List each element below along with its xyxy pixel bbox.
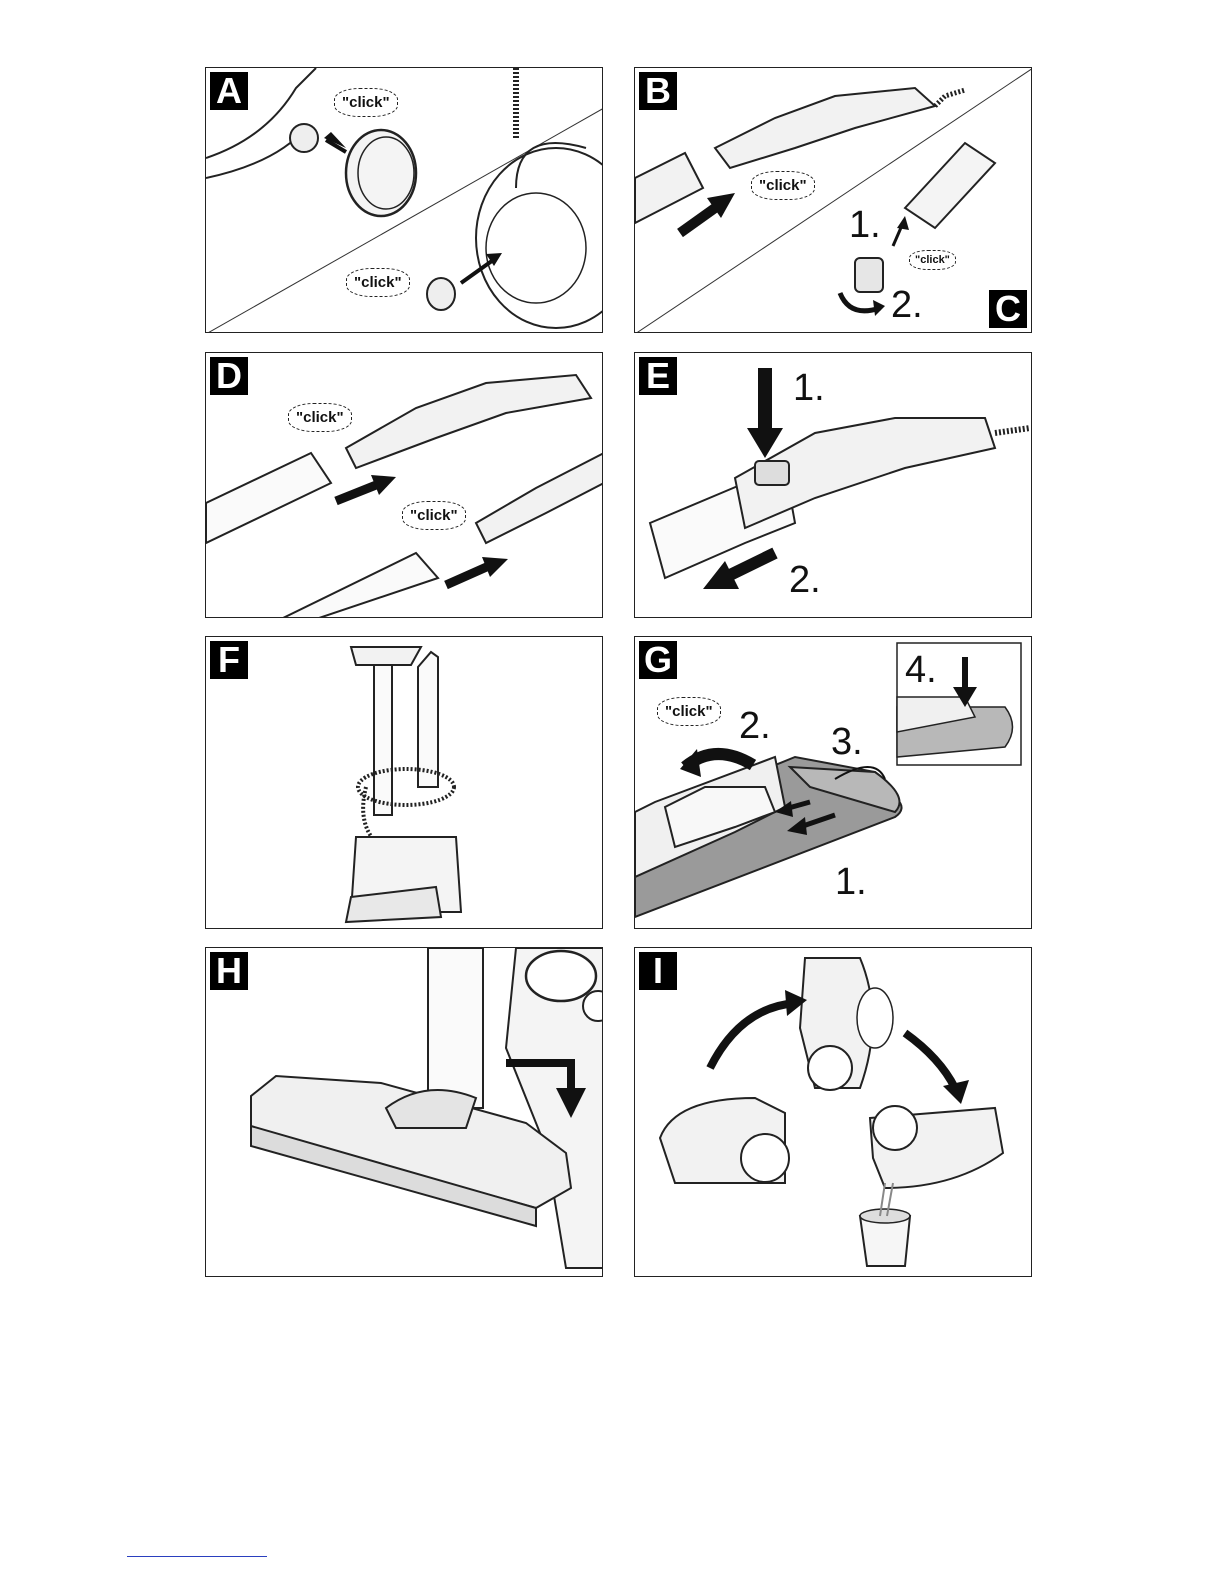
click-label: "click" xyxy=(751,171,815,200)
panel-b-c: B C "click" "click" 1. 2. xyxy=(634,67,1032,333)
panel-letter: D xyxy=(210,357,248,395)
panel-h-illustration xyxy=(206,948,603,1277)
panel-a: A "click" "click" xyxy=(205,67,603,333)
panel-g-illustration xyxy=(635,637,1032,929)
panel-g: G "click" 1. 2. 3. 4. xyxy=(634,636,1032,929)
panel-b-illustration xyxy=(635,68,1032,333)
step-number: 1. xyxy=(793,367,825,410)
step-number: 2. xyxy=(891,284,923,327)
panel-f: F xyxy=(205,636,603,929)
step-number: 2. xyxy=(739,705,771,748)
step-number: 1. xyxy=(835,861,867,904)
click-label: "click" xyxy=(909,250,956,270)
step-number: 3. xyxy=(831,721,863,764)
panel-letter: F xyxy=(210,641,248,679)
panel-d: D "click" "click" xyxy=(205,352,603,618)
panel-letter: E xyxy=(639,357,677,395)
panel-letter: H xyxy=(210,952,248,990)
panel-letter: C xyxy=(989,290,1027,328)
panel-i-illustration xyxy=(635,948,1032,1277)
panel-i: I xyxy=(634,947,1032,1277)
footer-rule xyxy=(127,1556,267,1557)
click-label: "click" xyxy=(334,88,398,117)
step-number: 1. xyxy=(849,204,881,247)
panel-f-illustration xyxy=(206,637,603,929)
panel-d-illustration xyxy=(206,353,603,618)
click-label: "click" xyxy=(657,697,721,726)
panel-e: E 1. 2. xyxy=(634,352,1032,618)
step-number: 4. xyxy=(905,649,937,692)
panel-letter: A xyxy=(210,72,248,110)
click-label: "click" xyxy=(346,268,410,297)
click-label: "click" xyxy=(402,501,466,530)
step-number: 2. xyxy=(789,559,821,602)
panel-letter: G xyxy=(639,641,677,679)
panel-letter: B xyxy=(639,72,677,110)
panel-letter: I xyxy=(639,952,677,990)
panel-h: H xyxy=(205,947,603,1277)
click-label: "click" xyxy=(288,403,352,432)
panel-e-illustration xyxy=(635,353,1032,618)
